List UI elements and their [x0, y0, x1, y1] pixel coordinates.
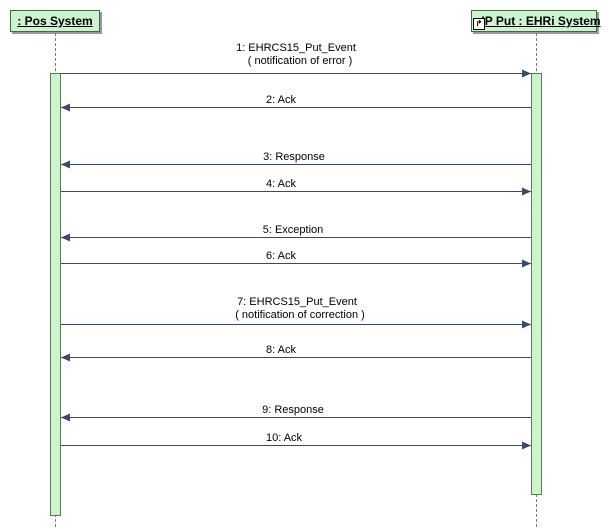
participant-pos-system[interactable]: : Pos System	[10, 10, 100, 32]
message-10-label: 10: Ack	[265, 432, 303, 444]
message-7-subtext: ( notification of correction )	[235, 309, 365, 321]
message-7-label: 7: EHRCS15_Put_Event ( notification of c…	[229, 296, 365, 322]
message-3-label: 3: Response	[263, 151, 325, 163]
message-2-label: 2: Ack	[266, 94, 296, 106]
message-9-arrowhead	[61, 413, 70, 422]
participant-pos-system-label: : Pos System	[17, 14, 93, 28]
message-10-arrowhead	[522, 441, 531, 450]
message-1-subtext: ( notification of error )	[247, 55, 353, 67]
message-8-arrow	[61, 353, 531, 362]
message-6-arrow	[61, 259, 531, 268]
message-4-arrowhead	[522, 187, 531, 196]
message-4-label: 4: Ack	[266, 178, 296, 190]
message-10-arrow	[61, 441, 531, 450]
message-9-arrow	[61, 413, 531, 422]
activation-pos-system	[50, 73, 61, 516]
message-3-arrow	[61, 160, 531, 169]
message-5-arrowhead	[61, 233, 70, 242]
message-6-label: 6: Ack	[266, 250, 296, 262]
activation-ehri-system	[531, 73, 542, 495]
message-7-text: 7: EHRCS15_Put_Event	[237, 296, 357, 308]
message-7-arrowhead	[522, 320, 531, 329]
message-5-label: 5: Exception	[262, 224, 324, 236]
message-4-arrow	[61, 187, 531, 196]
message-6-arrowhead	[522, 259, 531, 268]
participant-ehri-system-label: :IP Put : EHRi System	[477, 14, 601, 28]
message-9-label: 9: Response	[262, 404, 324, 416]
message-1-text: 1: EHRCS15_Put_Event	[236, 42, 356, 54]
message-2-arrow	[61, 103, 531, 112]
message-8-label: 8: Ack	[266, 344, 296, 356]
message-8-arrowhead	[61, 353, 70, 362]
message-5-arrow	[61, 233, 531, 242]
reference-icon: ↱	[473, 18, 485, 30]
message-1-arrowhead	[522, 69, 531, 78]
participant-ehri-system[interactable]: ↱ :IP Put : EHRi System	[471, 10, 601, 32]
message-1-label: 1: EHRCS15_Put_Event ( notification of e…	[236, 42, 356, 68]
message-3-arrowhead	[61, 160, 70, 169]
message-1-arrow	[61, 69, 531, 78]
message-2-arrowhead	[61, 103, 70, 112]
message-7-arrow	[61, 320, 531, 329]
